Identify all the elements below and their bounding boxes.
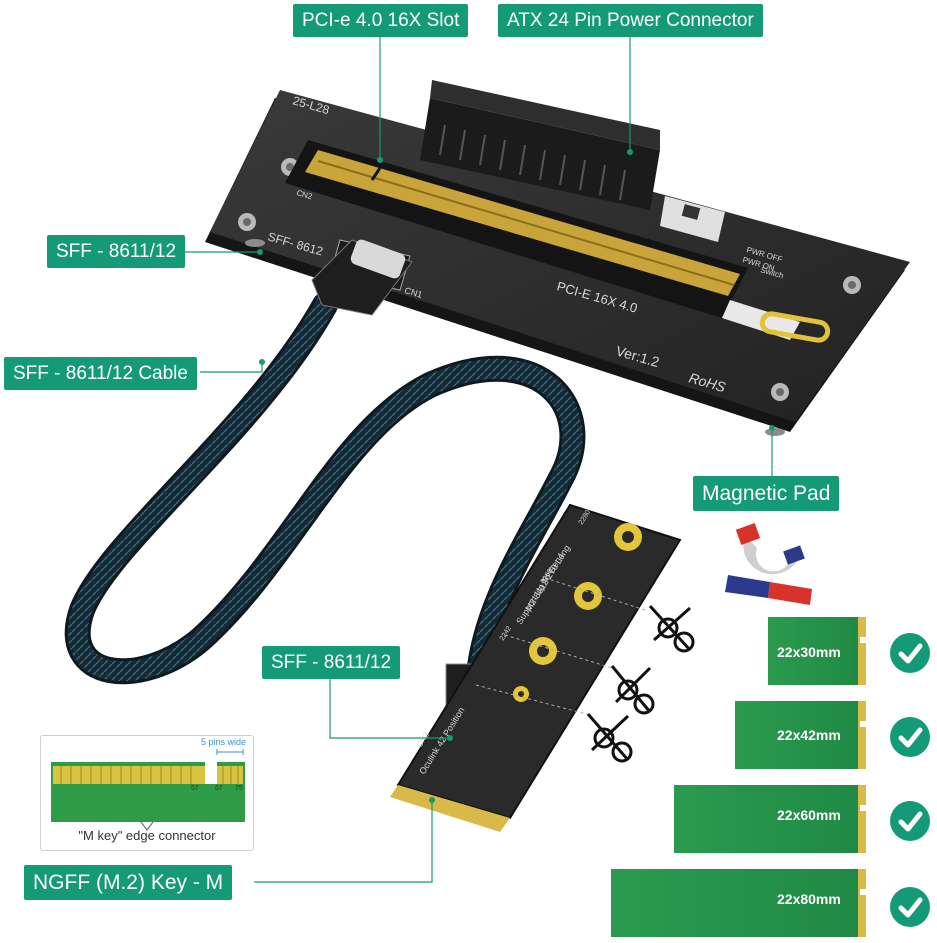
checkmark-icon — [890, 887, 930, 927]
screw — [843, 276, 861, 294]
size-card-2242: 22x42mm — [735, 701, 866, 769]
callout-magnetic-pad: Magnetic Pad — [693, 476, 840, 511]
size-card-2260: 22x60mm — [674, 785, 866, 853]
power-switch — [660, 196, 725, 242]
screw — [771, 383, 789, 401]
checkmark-icon — [890, 801, 930, 841]
pcie-x16-slot — [285, 140, 748, 318]
checkmark-icon — [890, 633, 930, 673]
callout-atx-power: ATX 24 Pin Power Connector — [498, 4, 763, 37]
callout-sff-top: SFF - 8611/12 — [47, 235, 186, 268]
pin-number: 67 — [215, 785, 223, 792]
scissors-icon — [610, 665, 655, 715]
pin-number: 75 — [235, 785, 243, 792]
callout-ngff: NGFF (M.2) Key - M — [24, 865, 233, 900]
size-label-2230: 22x30mm — [777, 644, 841, 660]
size-label-2260: 22x60mm — [777, 807, 841, 823]
size-card-2230: 22x30mm — [768, 617, 866, 685]
callout-sff-bottom: SFF - 8611/12 — [262, 646, 401, 679]
board-cn2: CN2 — [295, 188, 313, 201]
pin-number: 57 — [191, 785, 199, 792]
size-label-2280: 22x80mm — [777, 891, 841, 907]
scissors-icon — [648, 604, 695, 653]
size-card-2280: 22x80mm — [611, 869, 866, 937]
scissors-icon — [586, 713, 633, 763]
checkmark-icon — [890, 717, 930, 757]
atx-24pin-connector — [420, 80, 660, 210]
riser-board: 25-L28 PCI-E 16X 4.0 Ver:1.2 RoHS SFF- 8… — [205, 80, 910, 436]
pins-wide-label: 5 pins wide — [201, 737, 247, 747]
mkey-inset: 5 pins wide 57 67 75 "M key" edge connec… — [40, 735, 254, 851]
callout-sff-cable: SFF - 8611/12 Cable — [4, 357, 197, 390]
callout-pcie-slot: PCI-e 4.0 16X Slot — [293, 4, 469, 37]
size-label-2242: 22x42mm — [777, 727, 841, 743]
screw — [238, 213, 256, 231]
board-cn1: CN1 — [403, 285, 423, 300]
magnet-icon — [725, 523, 812, 605]
mkey-caption: "M key" edge connector — [78, 828, 216, 843]
